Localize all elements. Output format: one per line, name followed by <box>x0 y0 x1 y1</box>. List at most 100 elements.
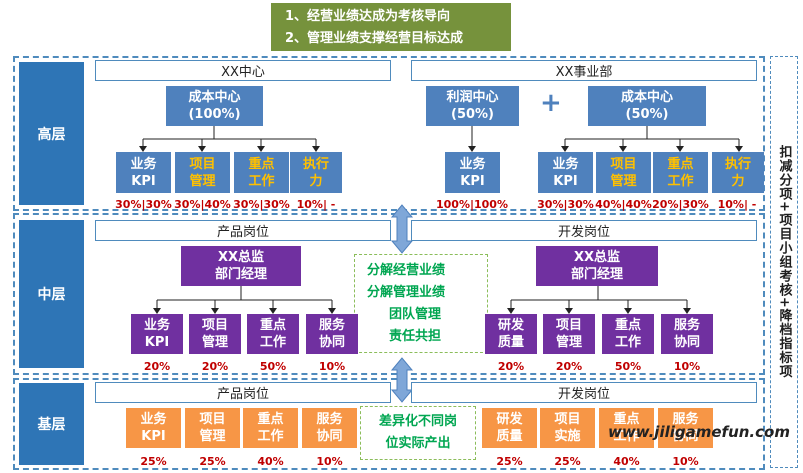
item-line-1: 服务 <box>673 318 700 333</box>
mid-left-director: XX总监 部门经理 <box>181 246 301 286</box>
item-line-1: 项目 <box>201 318 228 333</box>
high-right-cost-center: 成本中心 (50%) <box>588 86 706 126</box>
director-title: XX总监 <box>573 250 621 265</box>
item-line-2: 协同 <box>672 429 699 444</box>
base-right-pct-3: 40% <box>613 455 640 468</box>
item-line-2: 协同 <box>318 335 345 350</box>
high-right-item-3: 重点 工作 <box>653 152 708 193</box>
base-note: 差异化不同岗 位实际产出 <box>360 406 476 460</box>
base-level-region <box>13 378 765 470</box>
item-line-1: 项目 <box>199 412 226 427</box>
item-line-2: 力 <box>309 173 323 189</box>
item-line-1: 重点 <box>259 318 286 333</box>
item-line-1: 服务 <box>318 318 345 333</box>
high-right-pct-4: 10%| - <box>717 198 757 211</box>
item-line-1: 执行 <box>302 156 329 172</box>
item-line-1: 重点 <box>614 318 641 333</box>
note-line: 差异化不同岗 <box>378 414 457 429</box>
level-label-mid: 中层 <box>19 220 84 368</box>
item-line-1: 服务 <box>672 412 699 427</box>
item-line-2: KPI <box>141 429 166 444</box>
base-left-item-4: 服务 协同 <box>302 408 357 448</box>
note-line: 位实际产出 <box>385 436 451 451</box>
item-line-2: 工作 <box>259 335 286 350</box>
high-right-profit-pct: 100%|100% <box>436 198 508 211</box>
item-line-1: 业务 <box>552 156 579 172</box>
item-line-2: 工作 <box>613 429 640 444</box>
base-left-item-2: 项目 管理 <box>185 408 240 448</box>
high-right-item-1: 业务 KPI <box>538 152 593 193</box>
item-line-2: 工作 <box>667 173 694 189</box>
base-left-pct-3: 40% <box>257 455 284 468</box>
mid-right-pct-1: 20% <box>497 360 525 373</box>
high-left-item-4: 执行 力 <box>290 152 342 193</box>
base-right-pct-4: 10% <box>672 455 699 468</box>
item-line-2: KPI <box>460 173 485 189</box>
base-right-header: 开发岗位 <box>411 382 757 403</box>
mid-left-item-1: 业务 KPI <box>131 314 183 354</box>
mid-left-item-4: 服务 协同 <box>306 314 358 354</box>
side-note: 扣减分项+项目小组考核+降档指标项 <box>770 56 798 468</box>
high-right-pct-1: 30%|30% <box>537 198 594 211</box>
item-line-1: 业务 <box>143 318 170 333</box>
item-line-2: 力 <box>731 173 745 189</box>
mid-left-pct-3: 50% <box>259 360 287 373</box>
base-right-pct-2: 25% <box>554 455 581 468</box>
item-line-1: 项目 <box>189 156 216 172</box>
item-line-1: 重点 <box>248 156 275 172</box>
item-line-2: 管理 <box>555 335 582 350</box>
high-left-pct-3: 30%|30% <box>233 198 290 211</box>
base-right-item-2: 项目 实施 <box>540 408 595 448</box>
item-line-2: 管理 <box>199 429 226 444</box>
item-line-1: 项目 <box>555 318 582 333</box>
high-right-header: XX事业部 <box>411 60 757 81</box>
mid-left-header: 产品岗位 <box>95 220 391 241</box>
director-title: XX总监 <box>217 250 265 265</box>
mid-note: 分解经营业绩 分解管理业绩 团队管理 责任共担 <box>354 254 488 353</box>
mid-right-item-3: 重点 工作 <box>602 314 654 354</box>
mid-right-pct-4: 10% <box>673 360 701 373</box>
base-left-item-3: 重点 工作 <box>243 408 298 448</box>
item-line-1: 项目 <box>610 156 637 172</box>
high-left-item-2: 项目 管理 <box>175 152 230 193</box>
item-line-1: 研发 <box>497 318 524 333</box>
base-left-pct-4: 10% <box>316 455 343 468</box>
note-line: 分解经营业绩 <box>367 262 446 278</box>
level-label-base: 基层 <box>19 383 84 465</box>
base-left-pct-2: 25% <box>199 455 226 468</box>
mid-right-header: 开发岗位 <box>411 220 757 241</box>
item-line-1: 项目 <box>554 412 581 427</box>
high-left-pct-1: 30%|30% <box>115 198 172 211</box>
cost-center-weight: (50%) <box>625 107 669 122</box>
profit-center-weight: (50%) <box>451 107 494 122</box>
cost-center-weight: (100%) <box>188 107 241 122</box>
goal-line-1: 1、经营业绩达成为考核导向 <box>285 9 451 24</box>
base-left-item-1: 业务 KPI <box>126 408 181 448</box>
base-right-item-4: 服务 协同 <box>658 408 713 448</box>
item-line-1: 业务 <box>459 156 486 172</box>
watermark: www.jiligamefun.com <box>608 423 790 441</box>
note-line: 团队管理 <box>389 306 442 322</box>
high-right-item-4: 执行 力 <box>712 152 764 193</box>
item-line-1: 重点 <box>257 412 284 427</box>
item-line-2: KPI <box>131 173 156 189</box>
base-right-item-1: 研发 质量 <box>482 408 537 448</box>
item-line-2: 质量 <box>497 335 524 350</box>
item-line-2: 质量 <box>496 429 523 444</box>
note-line: 分解管理业绩 <box>367 284 446 300</box>
item-line-1: 重点 <box>667 156 694 172</box>
high-level-region <box>13 56 765 211</box>
item-line-2: 工作 <box>248 173 275 189</box>
mid-right-pct-3: 50% <box>614 360 642 373</box>
mid-right-pct-2: 20% <box>555 360 583 373</box>
mid-level-region <box>13 213 765 375</box>
item-line-2: 管理 <box>201 335 228 350</box>
item-line-1: 执行 <box>724 156 751 172</box>
high-left-pct-4: 10%| - <box>296 198 336 211</box>
cost-center-name: 成本中心 <box>620 90 673 105</box>
high-left-item-1: 业务 KPI <box>116 152 171 193</box>
mid-left-pct-4: 10% <box>318 360 346 373</box>
mid-right-director: XX总监 部门经理 <box>536 246 658 286</box>
mid-right-item-2: 项目 管理 <box>543 314 595 354</box>
